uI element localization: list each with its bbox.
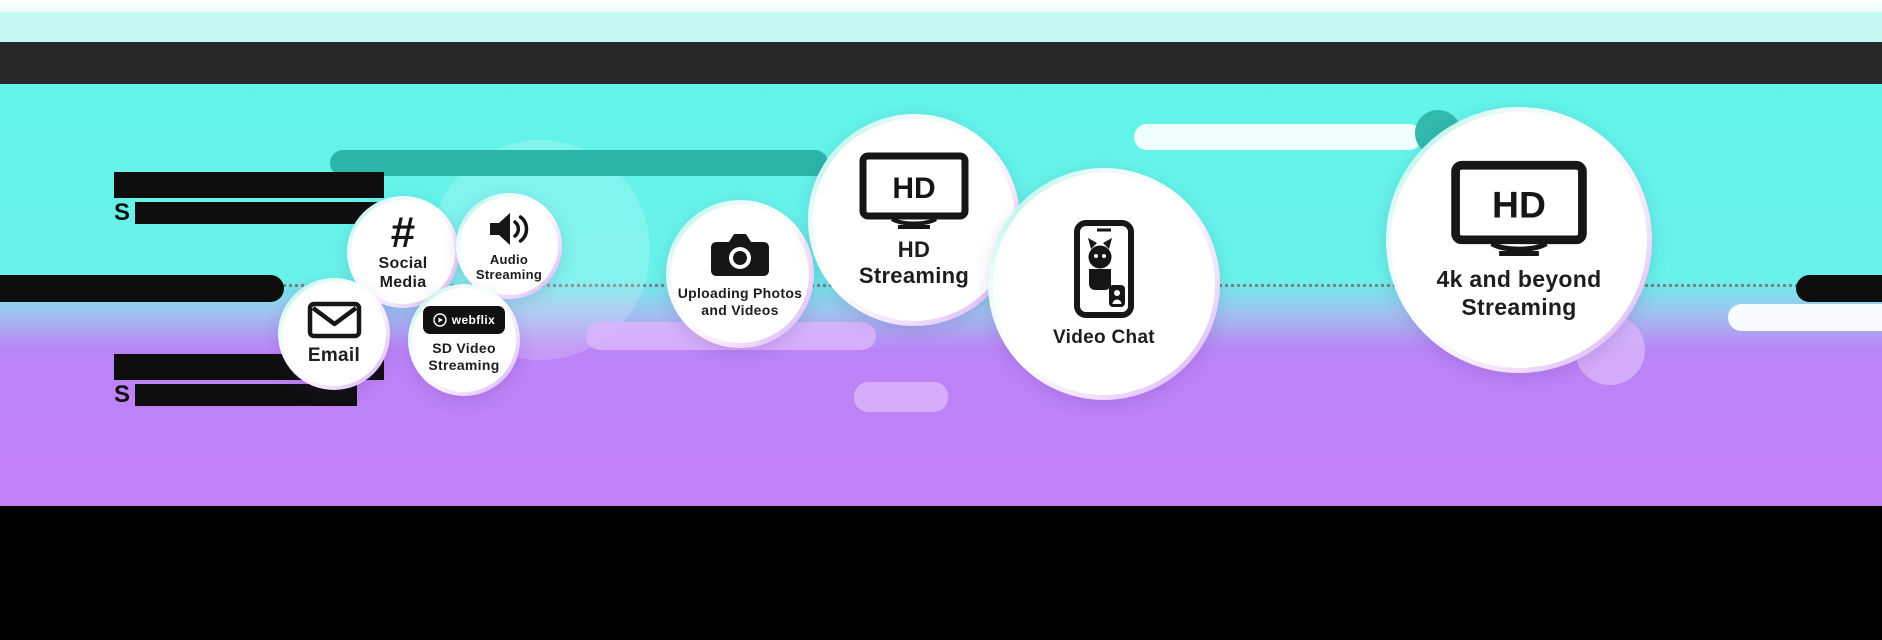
bubble-label-video-chat: Video Chat: [1053, 326, 1155, 348]
bubble-hd-streaming: HD HD Streaming: [808, 114, 1020, 326]
speed-streak-teal: [330, 150, 828, 176]
redacted-prefix: S: [114, 199, 131, 226]
tv-hd-icon: HD: [1451, 161, 1587, 257]
camera-icon: [711, 234, 769, 277]
speaker-icon: [490, 212, 529, 245]
top-strip: [0, 0, 1882, 12]
bubble-label-social-media: Social Media: [378, 255, 428, 291]
redacted-bar: [135, 202, 386, 224]
bubble-label-audio-streaming: Audio Streaming: [475, 251, 543, 282]
bubble-audio-streaming: Audio Streaming: [456, 193, 562, 299]
redacted-bar: [135, 384, 358, 406]
footer-band: [0, 506, 1882, 640]
tv-screen-text: HD: [1492, 184, 1546, 226]
bubble-video-chat: Video Chat: [988, 168, 1220, 400]
webflix-logo: webflix: [422, 306, 506, 335]
speed-streak-lavender-small: [854, 382, 948, 412]
timeline-pill-right-black: [1796, 275, 1882, 302]
bubble-email: Email: [278, 278, 390, 390]
bubble-label-4k-streaming: 4k and beyond Streaming: [1436, 266, 1602, 320]
webflix-logo-text: webflix: [451, 313, 496, 328]
bubble-sd-video-streaming: webflix SD Video Streaming: [408, 284, 520, 396]
timeline-pill-right-white: [1728, 304, 1882, 331]
hashtag-icon: #: [390, 208, 416, 258]
bubble-label-sd-video-streaming: SD Video Streaming: [428, 340, 500, 373]
top-strip-pale: [0, 12, 1882, 42]
bubble-label-uploading-photos: Uploading Photos and Videos: [677, 285, 803, 318]
phone-cat-icon: [1074, 219, 1134, 318]
redacted-prefix: S: [114, 381, 131, 408]
tv-hd-icon: HD: [859, 152, 969, 230]
bubble-uploading-photos: Uploading Photos and Videos: [666, 200, 814, 348]
timeline-pill-left: [0, 275, 284, 302]
selfie-preview-icon: [1109, 284, 1125, 307]
bubble-4k-streaming: HD 4k and beyond Streaming: [1386, 107, 1652, 373]
tv-screen-text: HD: [892, 172, 935, 205]
cat-silhouette: [1088, 237, 1112, 290]
speed-streak-white: [1134, 124, 1422, 150]
play-icon: [433, 313, 447, 328]
envelope-icon: [307, 301, 361, 339]
header-band: [0, 42, 1882, 84]
redacted-bar: [114, 172, 384, 198]
bubble-label-hd-streaming: HD Streaming: [858, 237, 970, 288]
redacted-text-block-upper: S: [114, 172, 386, 226]
bubble-label-email: Email: [307, 344, 361, 366]
